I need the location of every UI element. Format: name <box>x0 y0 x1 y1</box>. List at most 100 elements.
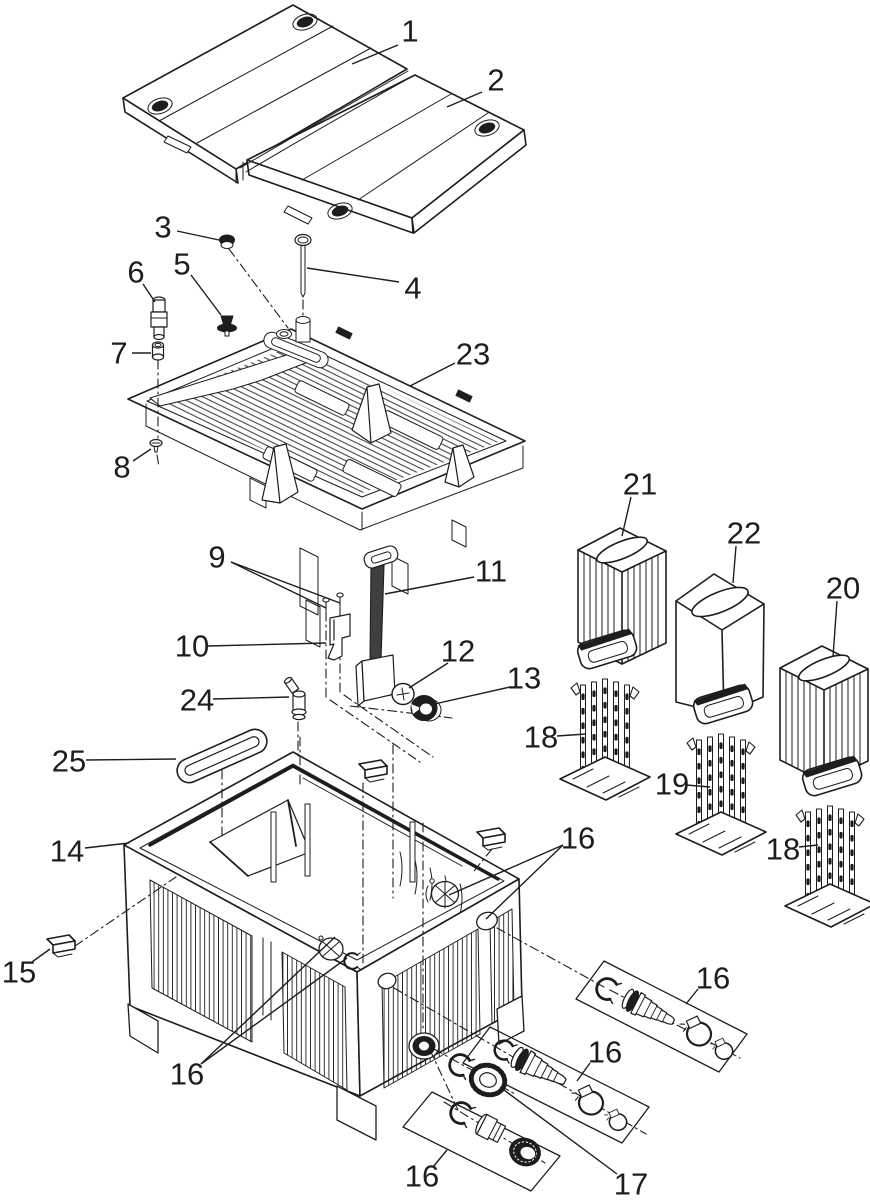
part-8-screw <box>149 438 163 453</box>
part-number-callout: 4 <box>404 271 421 306</box>
part-number-callout: 22 <box>727 516 761 551</box>
part-number-callout: 13 <box>507 661 541 696</box>
part-number-callout: 16 <box>588 1035 622 1070</box>
callout-leader-line <box>176 230 220 241</box>
part-10-bracket <box>327 613 351 661</box>
part-25-gasket <box>176 728 268 784</box>
part-number-callout: 16 <box>696 961 730 996</box>
callout-leader-line <box>499 1086 618 1175</box>
part-4-securing-pin <box>294 233 312 298</box>
part-number-callout: 7 <box>110 336 127 371</box>
part-2-lid-half-right <box>239 70 527 234</box>
callout-leader-line <box>432 1149 448 1168</box>
part-3-cover-cap <box>219 234 235 249</box>
lid-handle-slot <box>163 135 192 154</box>
part-16-hose-kit-right <box>575 960 748 1073</box>
tray-handle-slot <box>263 331 329 369</box>
tray-standpipe-boss <box>276 316 311 343</box>
container-hose-hole <box>476 911 498 931</box>
callout-leader-line <box>230 561 327 609</box>
part-14-container <box>123 751 525 1141</box>
callout-leader-line <box>190 274 222 316</box>
rim-clip <box>358 759 388 783</box>
part-number-callout: 12 <box>441 634 475 669</box>
part-number-callout: 24 <box>180 683 214 718</box>
part-number-callout: 16 <box>561 821 595 856</box>
part-number-callout: 6 <box>127 255 144 290</box>
part-number-callout: 14 <box>50 834 84 869</box>
callout-leader-line <box>31 948 51 963</box>
callout-leader-line <box>685 988 699 1005</box>
container-port-flange <box>425 878 460 908</box>
lid-vent-hole <box>147 97 173 115</box>
part-number-callout: 21 <box>623 467 657 502</box>
part-number-callout: 3 <box>154 210 171 245</box>
callout-leader-line <box>832 600 838 658</box>
part-number-callout: 17 <box>614 1167 648 1200</box>
callout-leader-line <box>448 844 564 896</box>
lid-vent-hole <box>474 119 500 137</box>
part-number-callout: 15 <box>2 955 36 990</box>
part-number-callout: 18 <box>524 720 558 755</box>
part-5-rubber-plug <box>217 315 237 337</box>
part-24-vent-fitting <box>283 676 307 721</box>
callout-leader-line <box>207 642 327 647</box>
part-number-callout: 5 <box>173 247 190 282</box>
part-number-callout: 20 <box>826 571 860 606</box>
part-number-callout: 10 <box>175 629 209 664</box>
callout-leader-line <box>685 784 711 788</box>
part-number-callout: 11 <box>475 554 507 589</box>
part-number-callout: 2 <box>487 63 504 98</box>
part-number-callout: 25 <box>52 744 86 779</box>
callout-leader-line <box>798 844 819 848</box>
callout-leader-line <box>556 733 587 737</box>
part-6-valve-piece <box>150 296 168 341</box>
part-16-hose-kit-middle <box>462 1026 650 1144</box>
part-22-smooth-foam <box>675 573 765 715</box>
part-19-foam-holder <box>674 681 768 857</box>
container-hose-hole <box>377 972 397 990</box>
callout-leader-line <box>621 496 632 537</box>
callout-leader-line <box>384 576 475 595</box>
part-16-outlet-kit <box>402 1091 561 1192</box>
part-number-callout: 16 <box>170 1057 204 1092</box>
callout-leader-line <box>485 844 564 920</box>
tray-latch-tab <box>335 326 473 403</box>
callout-leader-line <box>409 362 456 387</box>
callout-leader-line <box>132 448 152 462</box>
callout-leader-line <box>576 1062 591 1082</box>
callout-leader-line <box>429 686 511 706</box>
callout-leader-line <box>306 267 400 283</box>
part-13-seal-ring <box>410 695 442 722</box>
container-outlet-port <box>408 1032 440 1060</box>
rim-clip <box>476 827 506 851</box>
lid-handle-slot <box>283 205 313 225</box>
part-number-callout: 16 <box>405 1159 439 1194</box>
callout-leader-line <box>200 936 336 1065</box>
callout-leader-line <box>142 283 156 303</box>
part-1-lid-half-left <box>122 4 408 184</box>
container-inner-posts <box>270 803 416 883</box>
part-17-union-nut <box>468 1062 508 1098</box>
container-port-flange <box>318 935 344 961</box>
callout-leader-line <box>85 758 177 761</box>
callout-leader-line <box>84 842 130 849</box>
part-number-callout: 9 <box>208 540 225 575</box>
part-number-callout: 1 <box>401 14 418 49</box>
part-number-callout: 19 <box>655 767 689 802</box>
lid-vent-hole <box>327 202 353 220</box>
part-12-disc <box>391 682 415 706</box>
part-15-clip <box>46 934 76 958</box>
callout-leader-line <box>351 44 399 65</box>
callout-leader-line <box>200 957 348 1065</box>
lid-vent-hole <box>292 13 318 31</box>
part-7-sleeve <box>151 341 165 361</box>
callout-leader-line <box>446 91 483 108</box>
callout-leader-line <box>408 662 449 689</box>
callout-leader-line <box>732 545 737 584</box>
part-number-callout: 8 <box>113 450 130 485</box>
part-23-filter-tray <box>127 316 526 648</box>
